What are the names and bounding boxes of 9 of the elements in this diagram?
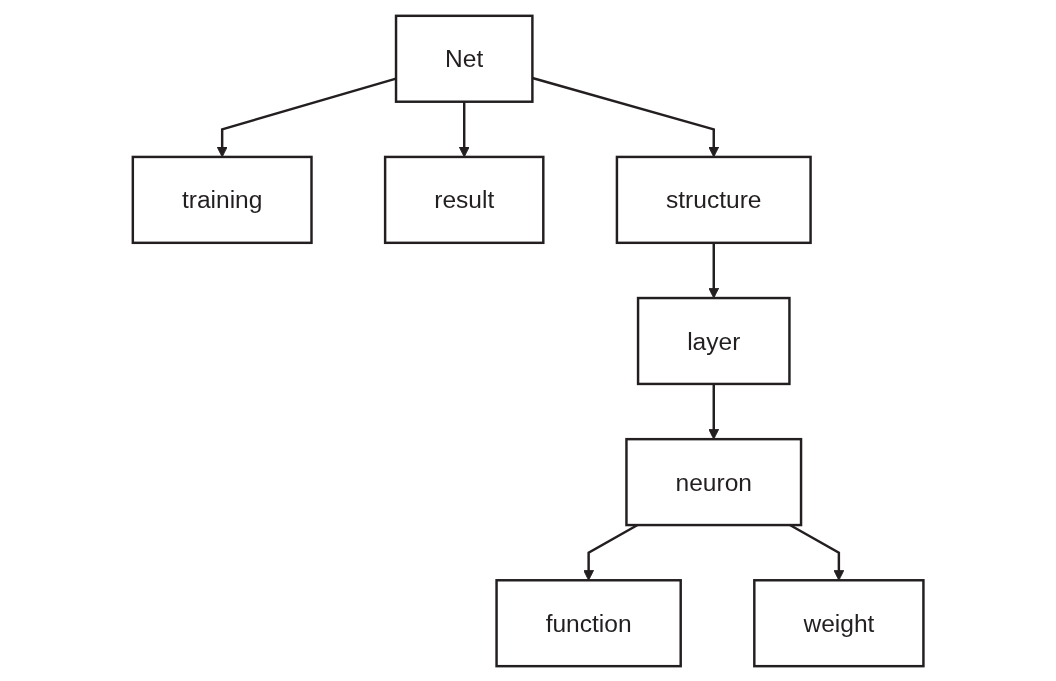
node-box: neuron xyxy=(625,437,803,526)
node-box: function xyxy=(495,578,682,667)
node-box: result xyxy=(383,155,545,244)
arrow xyxy=(458,101,470,157)
node-box: training xyxy=(131,155,313,244)
node-box: structure xyxy=(615,155,812,244)
node-box: weight xyxy=(752,578,925,667)
node-box: Net xyxy=(394,14,534,103)
node-box: layer xyxy=(636,296,791,385)
